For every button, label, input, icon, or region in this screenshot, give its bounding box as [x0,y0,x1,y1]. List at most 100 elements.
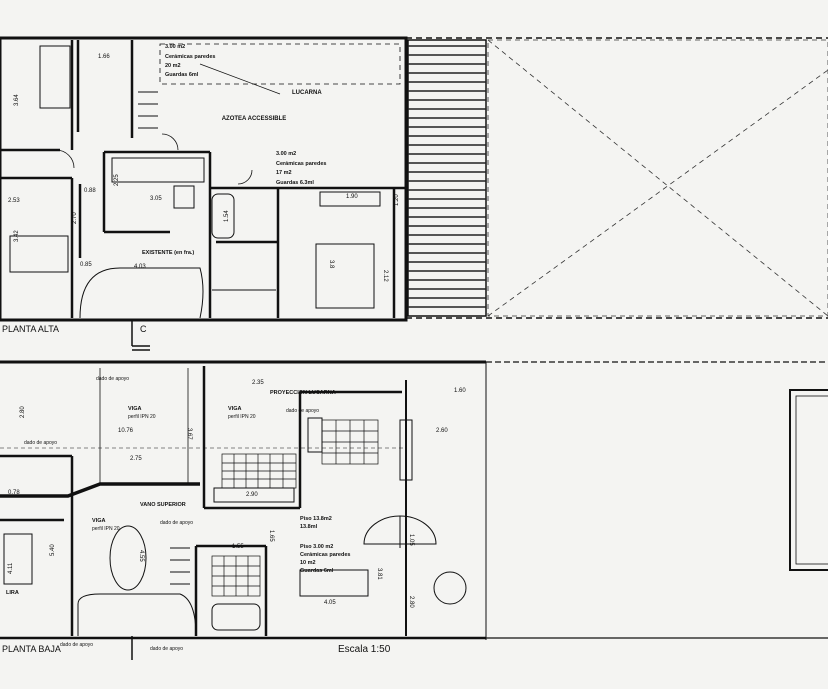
svg-text:Cerámicas paredes: Cerámicas paredes [300,552,350,558]
door-swing-semicircle [363,515,437,545]
bathtub-upper [211,193,235,239]
bathtub-lower [211,603,261,631]
svg-text:Piso 3.00 m2: Piso 3.00 m2 [300,544,333,550]
support-label: dado de apoyo [96,376,129,382]
skylight-label: LUCARNA [292,90,322,96]
patio-void [487,39,828,317]
dim-label: 0.85 [80,262,92,268]
dim-label: 2.80 [408,596,414,608]
svg-text:17 m2: 17 m2 [276,170,292,176]
left-room-label: LIRA [6,590,19,596]
desk-upper [173,185,195,209]
existing-label: EXISTENTE (en fra.) [142,250,194,256]
svg-text:10 m2: 10 m2 [300,560,316,566]
dim-label: 3.67 [186,428,192,440]
bed-upper-left-1 [39,45,71,109]
dim-label: 4.55 [138,550,144,562]
dim-label: 10.76 [118,428,134,434]
svg-text:3.00 m2: 3.00 m2 [165,44,185,50]
support-label: dado de apoyo [160,520,193,526]
lower-plan-title: PLANTA BAJA [2,644,61,654]
beam-note-3: VIGA perfil IPN 20 [92,518,120,532]
dim-label: 2.12 [382,270,388,282]
svg-text:perfil IPN 20: perfil IPN 20 [92,526,120,532]
dim-label: 2.70 [72,212,78,224]
dim-label: 2.90 [246,492,258,498]
beam-note-2: VIGA perfil IPN 20 [228,406,256,420]
svg-text:VIGA: VIGA [92,518,105,524]
dim-label: 3.8 [328,260,334,269]
lower-stair [77,547,197,637]
upper-outer-wall [0,36,408,322]
dim-label: 1.55 [232,544,244,550]
dim-label: 2.75 [130,456,142,462]
svg-text:3.00 m2: 3.00 m2 [276,151,296,157]
dim-label: 4.05 [324,600,336,606]
beam-line [0,482,200,498]
support-label: dado de apoyo [150,646,183,652]
svg-text:Cerámicas paredes: Cerámicas paredes [276,161,326,167]
dim-label: 3.64 [14,94,20,106]
upper-stair [79,91,276,319]
counter-lower [213,487,295,503]
dim-label: 4.11 [8,562,14,574]
dim-label: 2.80 [20,406,26,418]
svg-text:20 m2: 20 m2 [165,63,181,69]
support-label: dado de apoyo [24,440,57,446]
dim-label: 0.88 [84,188,96,194]
scale-label: Escala 1:50 [338,644,391,655]
lower-plan: PROYECCION LUCARNA VANO SUPERIOR dado de… [0,349,828,660]
bed-upper-left-2 [9,235,69,273]
upper-plan-title: PLANTA ALTA [2,324,59,334]
dim-label: 1.66 [98,54,110,60]
stove-lower [307,417,323,453]
upper-void-label: VANO SUPERIOR [140,502,186,508]
svg-text:13.8ml: 13.8ml [300,524,318,530]
dim-label: 1.60 [454,388,466,394]
beam-note-1: VIGA perfil IPN 20 [128,406,156,420]
dining-table [299,569,369,597]
svg-text:Piso 13.8m2: Piso 13.8m2 [300,516,332,522]
svg-text:Cerámicas paredes: Cerámicas paredes [165,54,215,60]
dim-label: 1.20 [394,194,400,206]
terrace-hatch [407,39,487,317]
round-table [433,571,467,605]
support-label: dado de apoyo [286,408,319,414]
sofa-left [3,533,33,585]
note-bath: 3.00 m2 Cerámicas paredes 17 m2 Guardas … [276,151,326,186]
dim-label: 3.05 [150,196,162,202]
svg-text:VIGA: VIGA [128,406,141,412]
dim-label: 1.54 [224,210,230,222]
counter-upper [111,157,205,183]
terrace-label: AZOTEA ACCESSIBLE [222,116,287,122]
wardrobe-upper [319,191,381,207]
note-top: 3.00 m2 Cerámicas paredes 20 m2 Guardas … [165,44,215,78]
svg-text:Guardas 6.3ml: Guardas 6.3ml [276,180,314,186]
svg-text:Guardas 6ml: Guardas 6ml [300,568,334,574]
floor-note-1: Piso 13.8m2 13.8ml [300,516,332,530]
terrace-hatch-lines [408,45,486,308]
svg-text:Guardas 6ml: Guardas 6ml [165,72,199,78]
dim-label: 1.05 [408,534,414,546]
skylight-projection-label: PROYECCION LUCARNA [270,390,336,396]
dim-label: 2.53 [8,198,20,204]
dim-label: 3.42 [14,230,20,242]
oval-dining-table [109,525,147,591]
dim-label: 3.81 [376,568,382,580]
dim-label: 0.78 [8,490,20,496]
dim-label: 2.35 [252,380,264,386]
upper-plan: AZOTEA ACCESSIBLE LUCARNA 3.00 m2 Cerámi… [0,36,828,347]
support-label: dado de apoyo [60,642,93,648]
svg-text:perfil IPN 20: perfil IPN 20 [128,414,156,420]
dim-label: 1.65 [268,530,274,542]
svg-text:VIGA: VIGA [228,406,241,412]
dim-label: 2.60 [436,428,448,434]
pool [789,389,828,571]
dim-label: 2.25 [114,174,120,186]
section-mark: C [140,324,147,334]
dim-label: 1.90 [346,194,358,200]
bed-upper-right [315,243,375,309]
dim-label: 4.03 [134,264,146,270]
cabinet-right [399,419,413,481]
